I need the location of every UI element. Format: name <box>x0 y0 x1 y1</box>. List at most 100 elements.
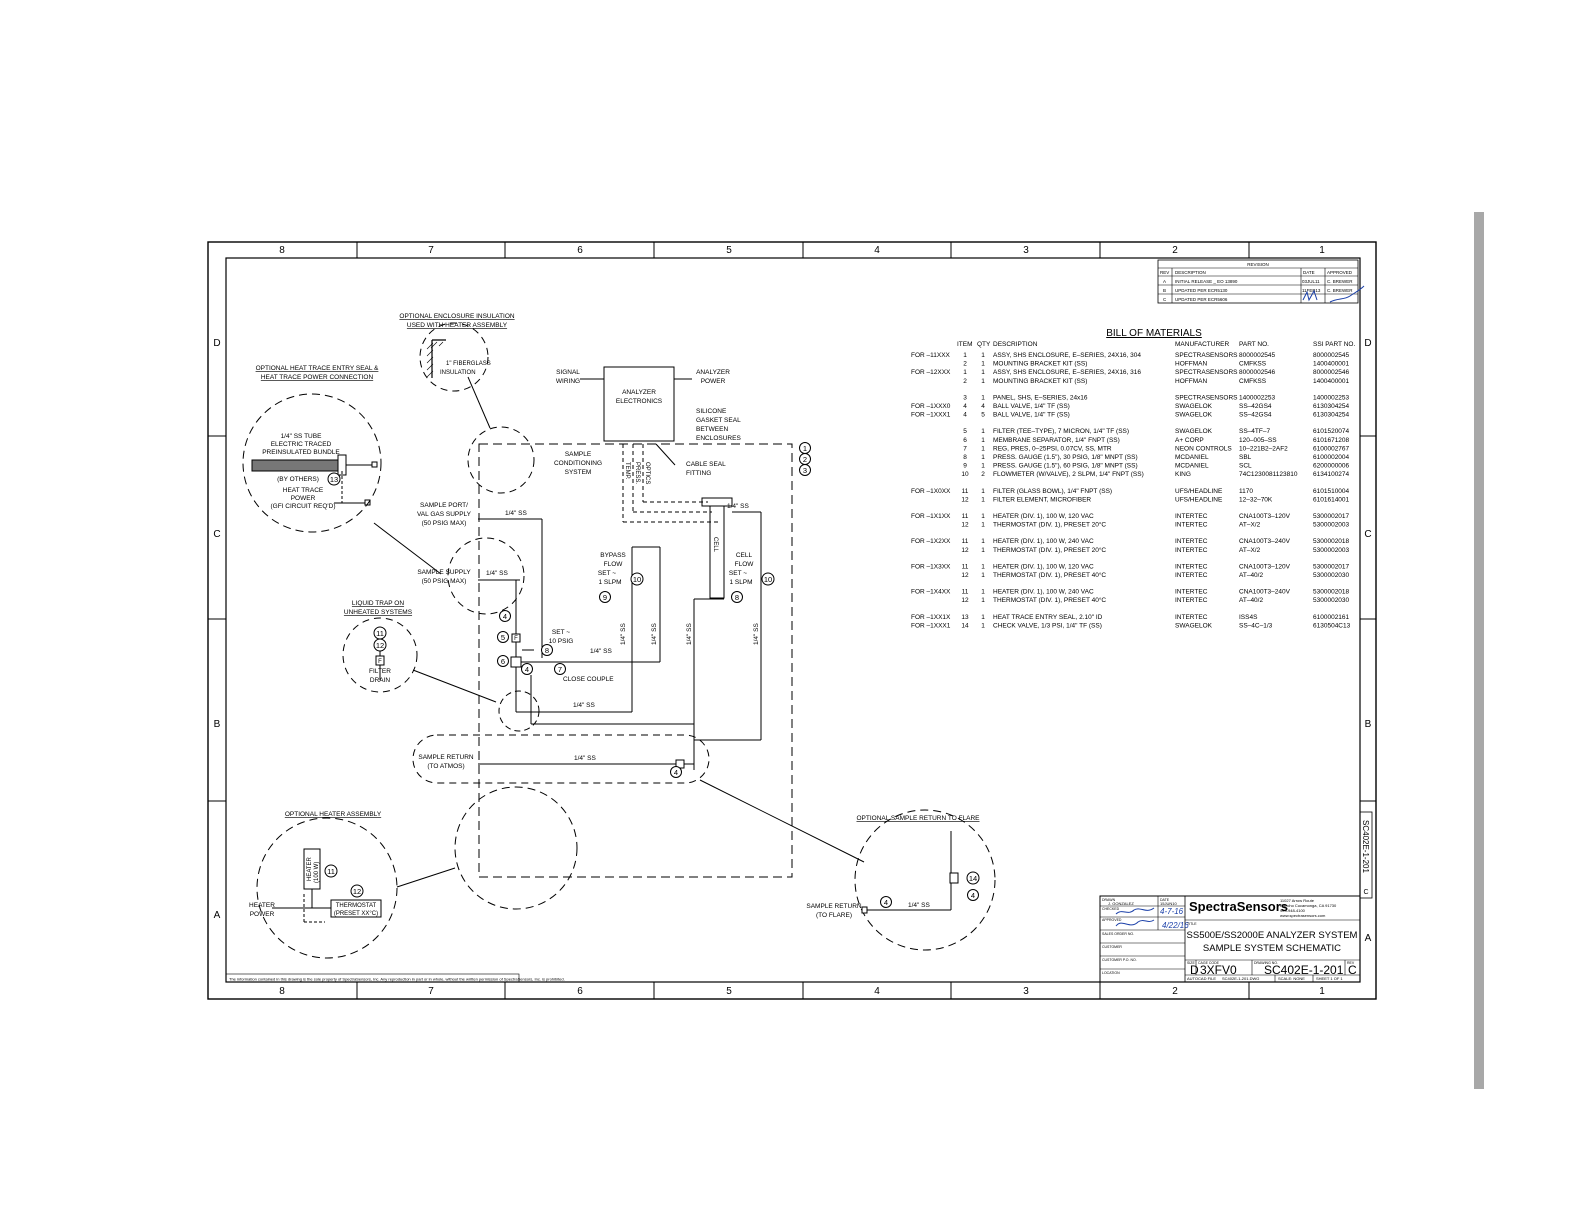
svg-text:11: 11 <box>376 629 384 638</box>
cell-flow-label: FLOW <box>735 561 755 568</box>
row-label: A <box>214 910 221 921</box>
bom-part: 8000002545 <box>1239 352 1276 359</box>
col-label: 8 <box>279 245 285 256</box>
sample-conditioning-enclosure <box>478 443 793 878</box>
tube-label: 1/4" SS <box>486 570 508 577</box>
bom-for-group: FOR –1XX1X <box>911 614 951 621</box>
heat-trace-detail-circle <box>242 393 382 533</box>
rev-header: REV <box>1160 270 1169 275</box>
bom-part: 10–221B2–2AF2 <box>1239 445 1288 452</box>
bom-item: 2 <box>963 361 967 368</box>
tube-label-vertical: 1/4" SS <box>620 623 627 645</box>
sample-conditioning-label: SAMPLE <box>565 451 592 458</box>
tb-sales-order-label: SALES ORDER NO. <box>1102 932 1134 936</box>
approval-signature <box>1302 285 1365 303</box>
sample-port-label: (50 PSIG MAX) <box>422 520 467 527</box>
tb-dwg-number: SC402E-1-201 <box>1264 963 1344 977</box>
bom-ssi: 5300002017 <box>1313 563 1350 570</box>
cell-flow-label: 1 SLPM <box>729 579 752 586</box>
svg-text:13: 13 <box>330 475 338 484</box>
bypass-flow-label: SET ~ <box>598 570 616 577</box>
analyzer-power-label: POWER <box>701 378 726 385</box>
schematic <box>242 322 996 959</box>
bom-item: 5 <box>963 428 967 435</box>
bom-ssi: 5300002018 <box>1313 538 1350 545</box>
heater-power-label: POWER <box>250 911 275 918</box>
bom-item: 11 <box>962 488 969 495</box>
bom-qty: 1 <box>981 445 985 452</box>
bom-qty: 1 <box>981 454 985 461</box>
bom-qty: 1 <box>981 369 985 376</box>
bom-for-group: FOR –11XXX <box>911 352 951 359</box>
col-label: 3 <box>1023 245 1029 256</box>
col-label: 1 <box>1319 245 1325 256</box>
bom-ssi: 8000002545 <box>1313 352 1350 359</box>
return-to-flare-title: OPTIONAL SAMPLE RETURN TO FLARE <box>856 815 980 822</box>
bom-ssi: 5300002030 <box>1313 572 1350 579</box>
bom-part: CNA100T3–120V <box>1239 513 1291 520</box>
col-label: 5 <box>726 986 732 997</box>
tb-date-label: DATE <box>1160 898 1170 902</box>
bom-qty: 1 <box>981 522 985 529</box>
bom-mfr: UFS/HEADLINE <box>1175 496 1223 503</box>
bom-desc: BALL VALVE, 1/4" TF (SS) <box>993 412 1070 419</box>
bom-desc: ASSY, SHS ENCLOSURE, E–SERIES, 24X16, 31… <box>993 369 1141 376</box>
svg-text:4: 4 <box>971 891 975 900</box>
rev-cell: 11FEB13 <box>1302 288 1321 293</box>
bom-item: 1 <box>963 369 967 376</box>
bom-desc: THERMOSTAT (DIV. 1), PRESET 40°C <box>993 571 1106 579</box>
bom-mfr: HOFFMAN <box>1175 361 1207 368</box>
bom-desc: FILTER (TEE–TYPE), 7 MICRON, 1/4" TF (SS… <box>993 428 1129 435</box>
bom-for-group: FOR –1XXX1 <box>911 622 951 629</box>
heat-trace-power-label: POWER <box>291 495 316 502</box>
balloon-14: 14 <box>966 871 980 885</box>
bom-mfr: SWAGELOK <box>1175 622 1213 629</box>
tb-size: D <box>1190 963 1199 977</box>
bom-qty: 1 <box>981 378 985 385</box>
balloon-4e: 4 <box>880 896 892 908</box>
cable-seal-label: FITTING <box>686 470 711 477</box>
balloon-6: 6 <box>497 655 509 667</box>
bom-qty: 2 <box>981 471 985 478</box>
bom-ssi: 5300002018 <box>1313 589 1350 596</box>
bom-mfr: INTERTEC <box>1175 538 1208 545</box>
col-label: 4 <box>874 986 880 997</box>
bom-desc: CHECK VALVE, 1/3 PSI, 1/4" TF (SS) <box>993 622 1102 629</box>
vertical-scrollbar[interactable] <box>1474 212 1484 1089</box>
sample-return-capsule <box>412 734 710 784</box>
bom-ssi: 5300002003 <box>1313 522 1350 529</box>
balloon-1: 1 <box>799 442 811 454</box>
liquid-trap-title: UNHEATED SYSTEMS <box>344 609 413 616</box>
rev-header: APPROVED <box>1327 270 1353 275</box>
bom-for-group: FOR –12XXX <box>911 369 951 376</box>
col-label: 3 <box>1023 986 1029 997</box>
tb-customer-label: CUSTOMER <box>1102 945 1122 949</box>
bom-mfr: HOFFMAN <box>1175 378 1207 385</box>
bom-part: 12–32–70K <box>1239 496 1273 503</box>
bom-part: CMFKSS <box>1239 378 1267 385</box>
by-others-label: (BY OTHERS) <box>277 476 319 483</box>
svg-text:4: 4 <box>674 768 678 777</box>
bom-ssi: 6100002004 <box>1313 454 1350 461</box>
bom-item: 9 <box>963 463 967 470</box>
row-label: D <box>213 338 220 349</box>
tube-label: 1/4" SS <box>573 702 595 709</box>
signal-wiring-label: WIRING <box>556 378 580 385</box>
col-label: 2 <box>1172 986 1178 997</box>
bom-mfr: SWAGELOK <box>1175 403 1213 410</box>
silicone-seal-label: ENCLOSURES <box>696 435 741 442</box>
col-label: 6 <box>577 986 583 997</box>
balloon-4d: 4 <box>967 889 979 901</box>
svg-text:11: 11 <box>327 867 335 876</box>
bom-item: 11 <box>962 538 969 545</box>
